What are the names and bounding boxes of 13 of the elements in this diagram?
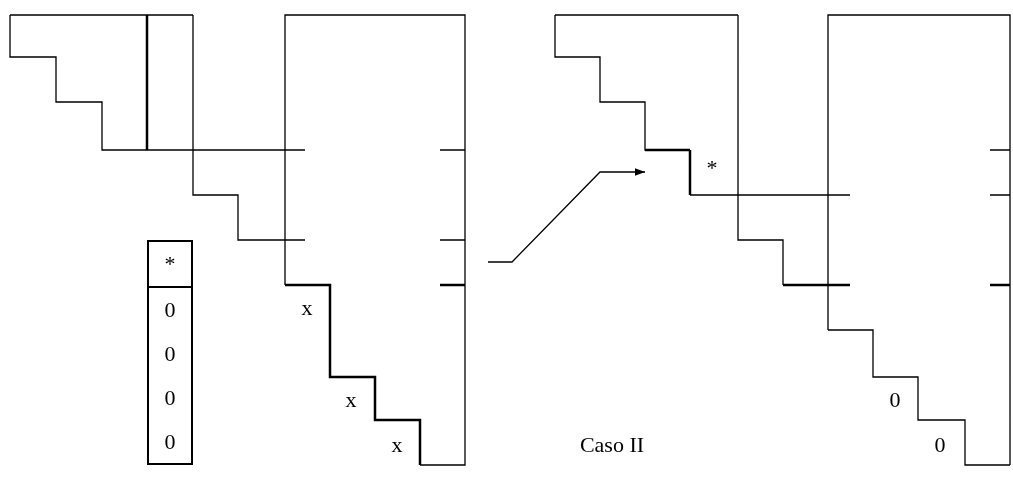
matrix-entry: x (301, 297, 313, 319)
matrix-entry: 0 (889, 389, 901, 411)
matrix-entry: x (391, 434, 403, 456)
matrix-entry: 0 (164, 383, 176, 412)
matrix-entry: 0 (934, 434, 946, 456)
matrix-entry: 0 (164, 340, 176, 368)
matrix-entry: 0 (164, 296, 176, 325)
matrix-entry: x (345, 389, 357, 411)
matrix-entry: * (164, 250, 176, 279)
matrix-entry: Caso II (579, 434, 645, 456)
column-vector-box (147, 240, 193, 465)
matrix-entry: 0 (164, 427, 176, 456)
matrix-entry: * (706, 157, 718, 179)
